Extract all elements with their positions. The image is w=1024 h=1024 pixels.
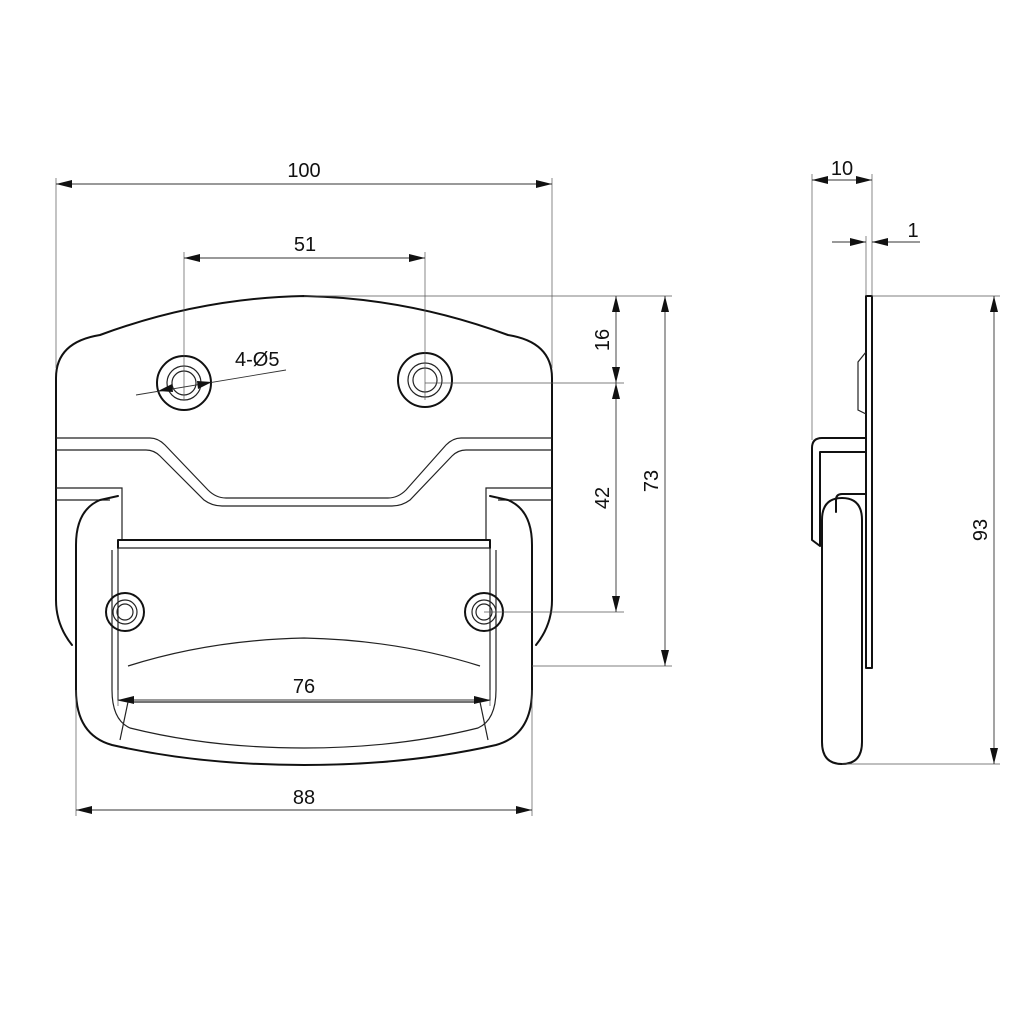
dim-hole-spacing: 51 [294,234,316,256]
dim-hole-offset: 16 [592,329,614,351]
flange-band [56,437,552,499]
dim-plate-thickness: 1 [907,220,918,242]
dim-overall-width: 100 [287,160,320,182]
handle-plate [117,539,491,549]
dim-hole-rows: 42 [592,487,614,509]
dim-handle-inner: 76 [293,676,315,698]
dimension-lines: 100 51 4-Ø5 16 42 73 [55,158,1000,816]
dim-hole-callout: 4-Ø5 [235,349,279,371]
side-view [811,295,873,765]
hole-bottom-left [105,592,145,632]
dim-total-height: 93 [970,519,992,541]
handle-loop [75,495,533,766]
side-plate [865,295,873,669]
dim-plate-height: 73 [641,470,663,492]
side-handle [821,497,863,765]
dim-side-depth: 10 [831,158,853,180]
back-plate [55,295,553,601]
dim-handle-outer: 88 [293,787,315,809]
